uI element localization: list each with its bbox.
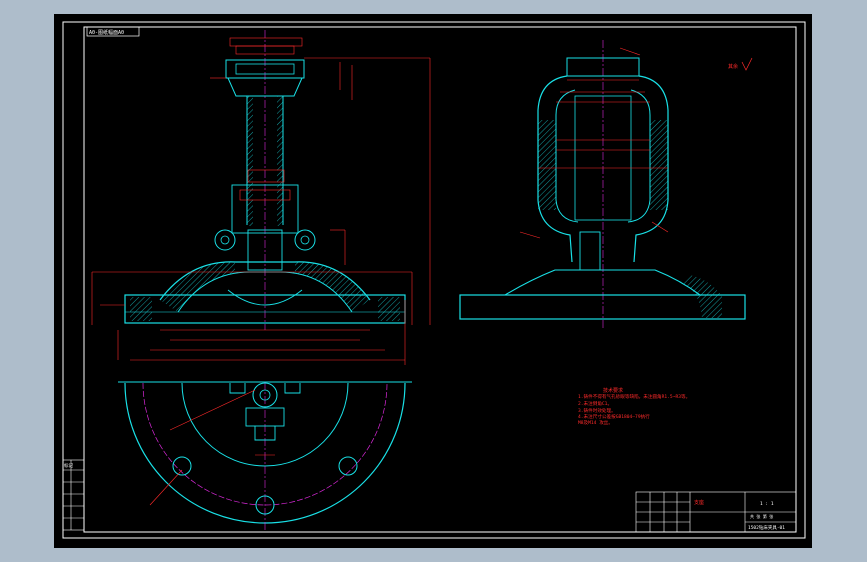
title-block-sheet: 共 张 第 张 xyxy=(750,513,773,519)
sheet-tag-box xyxy=(86,26,140,37)
corner-roughness-mark: 其余 xyxy=(728,63,738,70)
roughness-symbol-icon xyxy=(741,57,753,71)
note-line: 3.铸件时效处理。 xyxy=(578,407,616,414)
technical-notes: 技术要求 1.铸件不得有气孔砂眼等缺陷，未注圆角R1.5~R3等。 2.未注倒角… xyxy=(578,387,690,426)
note-line: 4.未注尺寸公差按GB1804—79执行 xyxy=(578,413,650,420)
revision-strip xyxy=(62,459,85,531)
inner-frame xyxy=(83,26,797,533)
note-line: M8及M14 攻丝。 xyxy=(578,419,613,426)
sheet-tag: A0-图纸幅面A0 xyxy=(89,29,124,36)
revision-strip-title: 标记 xyxy=(64,462,73,469)
bottom-dimensions xyxy=(149,389,275,506)
side-view xyxy=(459,40,746,330)
title-block xyxy=(635,491,797,533)
title-block-scale: 1 : 1 xyxy=(760,501,774,507)
note-line: 2.未注倒角C1。 xyxy=(578,400,612,407)
front-view xyxy=(124,30,406,330)
notes-title: 技术要求 xyxy=(603,387,623,394)
side-dimensions xyxy=(519,47,669,239)
note-line: 1.铸件不得有气孔砂眼等缺陷，未注圆角R1.5~R3等。 xyxy=(578,393,690,400)
front-dimensions xyxy=(91,37,431,365)
outer-frame xyxy=(62,21,806,539)
title-block-name: 支座 xyxy=(694,499,704,506)
title-block-drawing-no: 1502钻床夹具-01 xyxy=(748,524,785,531)
